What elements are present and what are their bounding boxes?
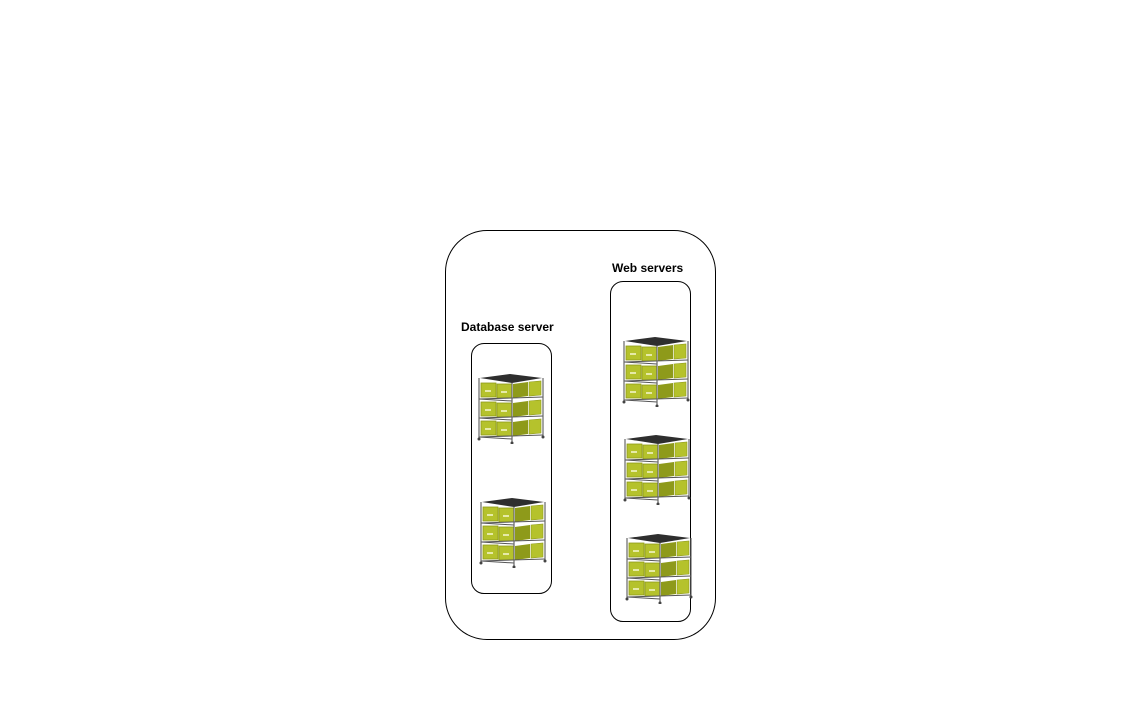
web-server-rack-icon	[624, 530, 694, 604]
web-server-rack-icon	[622, 431, 692, 505]
database-server-group	[471, 343, 552, 594]
web-servers-label: Web servers	[612, 261, 684, 275]
web-servers-group	[610, 281, 691, 622]
deployment-container	[445, 230, 716, 640]
database-server-label: Database server	[461, 320, 554, 334]
web-server-rack-icon	[621, 333, 691, 407]
database-server-rack-icon	[476, 370, 546, 444]
database-server-rack-icon	[478, 494, 548, 568]
